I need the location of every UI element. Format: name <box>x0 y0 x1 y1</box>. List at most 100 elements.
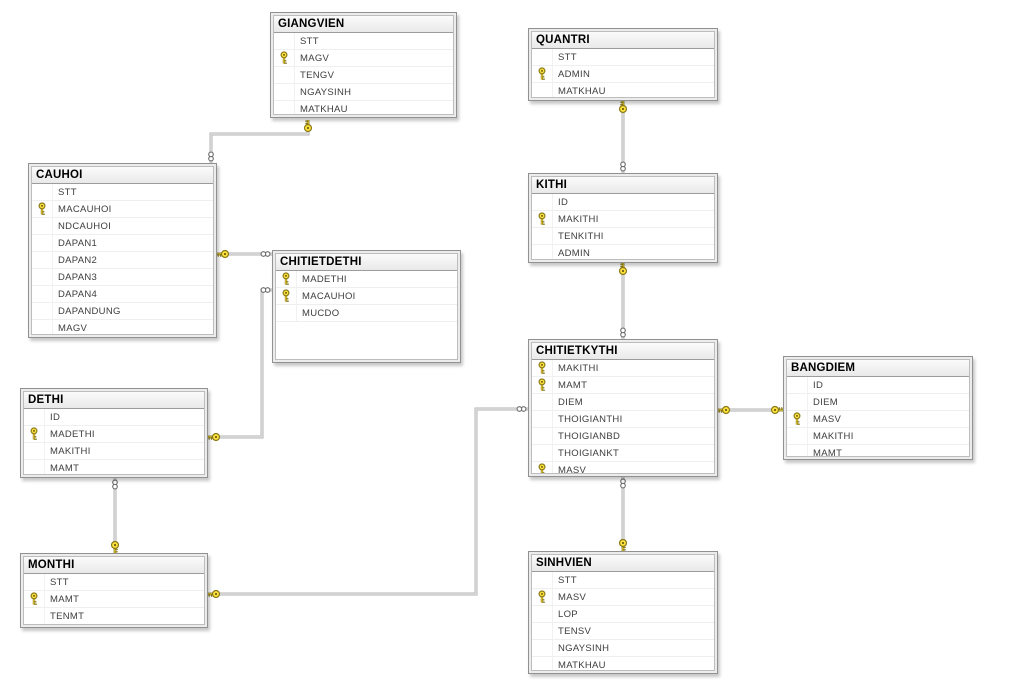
field-row[interactable]: DAPAN1 <box>32 235 213 252</box>
row-icon-cell <box>787 394 808 410</box>
relationship-monthi-chitietkythi[interactable] <box>208 406 528 599</box>
table-quantri[interactable]: QUANTRI STT ADMIN MATKHAU <box>528 28 718 101</box>
table-header[interactable]: QUANTRI <box>532 32 714 49</box>
table-header[interactable]: BANGDIEM <box>787 360 969 377</box>
one-end-key-icon <box>208 589 221 599</box>
table-sinhvien[interactable]: SINHVIEN STT MASV LOP TENSV NGAYSINH MAT… <box>528 551 718 674</box>
field-row[interactable]: NDCAUHOI <box>32 218 213 235</box>
field-row[interactable]: MATKHAU <box>274 101 453 114</box>
table-bangdiem[interactable]: BANGDIEM ID DIEM MASV MAKITHI MAMT <box>783 356 973 460</box>
primary-key-icon-cell <box>24 591 45 607</box>
relationship-kithi-chitietkythi[interactable] <box>618 263 628 339</box>
field-name: TENMT <box>50 610 85 622</box>
field-row[interactable]: MAKITHI <box>532 211 714 228</box>
table-monthi[interactable]: MONTHI STT MAMT TENMT <box>20 553 208 628</box>
relationship-monthi-dethi[interactable] <box>110 478 120 553</box>
field-row[interactable]: MASV <box>532 462 714 473</box>
relationship-sinhvien-chitietkythi[interactable] <box>618 477 628 551</box>
table-header[interactable]: MONTHI <box>24 557 204 574</box>
field-name: MACAUHOI <box>58 203 112 215</box>
field-row[interactable]: NGAYSINH <box>274 84 453 101</box>
field-row[interactable]: TENKITHI <box>532 228 714 245</box>
relationship-giangvien-cauhoi[interactable] <box>208 120 313 163</box>
field-row[interactable]: NGAYSINH <box>532 640 714 657</box>
field-row[interactable]: MACAUHOI <box>32 201 213 218</box>
table-header[interactable]: SINHVIEN <box>532 555 714 572</box>
field-name: MASV <box>558 591 587 603</box>
field-row[interactable]: MAMT <box>787 445 969 456</box>
field-row[interactable]: MAGV <box>274 50 453 67</box>
field-row[interactable]: MATKHAU <box>532 657 714 670</box>
table-giangvien[interactable]: GIANGVIEN STT MAGV TENGV NGAYSINH MATKHA… <box>270 12 457 118</box>
table-header[interactable]: KITHI <box>532 177 714 194</box>
one-end-key-icon <box>618 101 628 114</box>
relationship-quantri-kithi[interactable] <box>618 101 628 173</box>
field-row[interactable]: THOIGIANTHI <box>532 411 714 428</box>
field-name: STT <box>50 576 69 588</box>
field-row[interactable]: DAPANDUNG <box>32 303 213 320</box>
field-row[interactable]: STT <box>32 184 213 201</box>
primary-key-icon <box>38 202 46 215</box>
table-header[interactable]: CAUHOI <box>32 167 213 184</box>
field-name: MAKITHI <box>558 213 599 225</box>
one-end-key-icon <box>217 249 230 259</box>
field-row[interactable]: MAKITHI <box>24 443 204 460</box>
primary-key-icon <box>538 361 546 374</box>
field-row[interactable]: ADMIN <box>532 245 714 259</box>
field-row[interactable]: MACAUHOI <box>276 288 457 305</box>
table-header[interactable]: CHITIETKYTHI <box>532 343 714 360</box>
field-row[interactable]: MAKITHI <box>787 428 969 445</box>
table-chitietdethi[interactable]: CHITIETDETHI MADETHI MACAUHOI MUCDO <box>272 250 461 363</box>
field-row[interactable]: MAMT <box>24 460 204 474</box>
field-row[interactable]: TENGV <box>274 67 453 84</box>
field-row[interactable]: DAPAN3 <box>32 269 213 286</box>
field-row[interactable]: MUCDO <box>276 305 457 322</box>
table-header[interactable]: DETHI <box>24 392 204 409</box>
field-row[interactable]: TENSV <box>532 623 714 640</box>
field-row[interactable]: ID <box>24 409 204 426</box>
field-row[interactable]: MASV <box>532 589 714 606</box>
field-row[interactable]: STT <box>24 574 204 591</box>
row-icon-cell <box>32 286 53 302</box>
field-row[interactable]: ID <box>532 194 714 211</box>
primary-key-icon-cell <box>532 211 553 227</box>
field-row[interactable]: ADMIN <box>532 66 714 83</box>
field-row[interactable]: DIEM <box>787 394 969 411</box>
table-rows: ID MAKITHI TENKITHI ADMIN <box>532 194 714 259</box>
field-row[interactable]: ID <box>787 377 969 394</box>
field-row[interactable]: DAPAN2 <box>32 252 213 269</box>
relationship-cauhoi-chitietdethi[interactable] <box>217 249 272 259</box>
field-row[interactable]: MAMT <box>24 591 204 608</box>
table-chitietkythi[interactable]: CHITIETKYTHI MAKITHI MAMT DIEM THOIGIANT… <box>528 339 718 477</box>
relationship-dethi-chitietdethi[interactable] <box>208 287 272 442</box>
field-row[interactable]: LOP <box>532 606 714 623</box>
field-name: STT <box>558 574 577 586</box>
field-name: STT <box>58 186 77 198</box>
row-icon-cell <box>24 409 45 425</box>
field-row[interactable]: STT <box>532 572 714 589</box>
field-row[interactable]: MATKHAU <box>532 83 714 97</box>
field-row[interactable]: DAPAN4 <box>32 286 213 303</box>
relationship-chitietkythi-bangdiem[interactable] <box>718 405 783 415</box>
field-row[interactable]: THOIGIANBD <box>532 428 714 445</box>
field-row[interactable]: MADETHI <box>24 426 204 443</box>
field-row[interactable]: MAGV <box>32 320 213 334</box>
field-row[interactable]: DIEM <box>532 394 714 411</box>
field-row[interactable]: MAMT <box>532 377 714 394</box>
field-row[interactable]: THOIGIANKT <box>532 445 714 462</box>
row-icon-cell <box>532 228 553 244</box>
field-name: MAMT <box>50 593 80 605</box>
field-row[interactable]: MASV <box>787 411 969 428</box>
field-row[interactable]: MAKITHI <box>532 360 714 377</box>
table-kithi[interactable]: KITHI ID MAKITHI TENKITHI ADMIN <box>528 173 718 263</box>
table-header[interactable]: CHITIETDETHI <box>276 254 457 271</box>
field-row[interactable]: STT <box>274 33 453 50</box>
field-row[interactable]: STT <box>532 49 714 66</box>
field-name: ID <box>558 196 569 208</box>
table-dethi[interactable]: DETHI ID MADETHI MAKITHI MAMT <box>20 388 208 478</box>
table-header[interactable]: GIANGVIEN <box>274 16 453 33</box>
table-cauhoi[interactable]: CAUHOI STT MACAUHOI NDCAUHOI DAPAN1 DAPA… <box>28 163 217 338</box>
field-row[interactable]: TENMT <box>24 608 204 624</box>
field-row[interactable]: MADETHI <box>276 271 457 288</box>
